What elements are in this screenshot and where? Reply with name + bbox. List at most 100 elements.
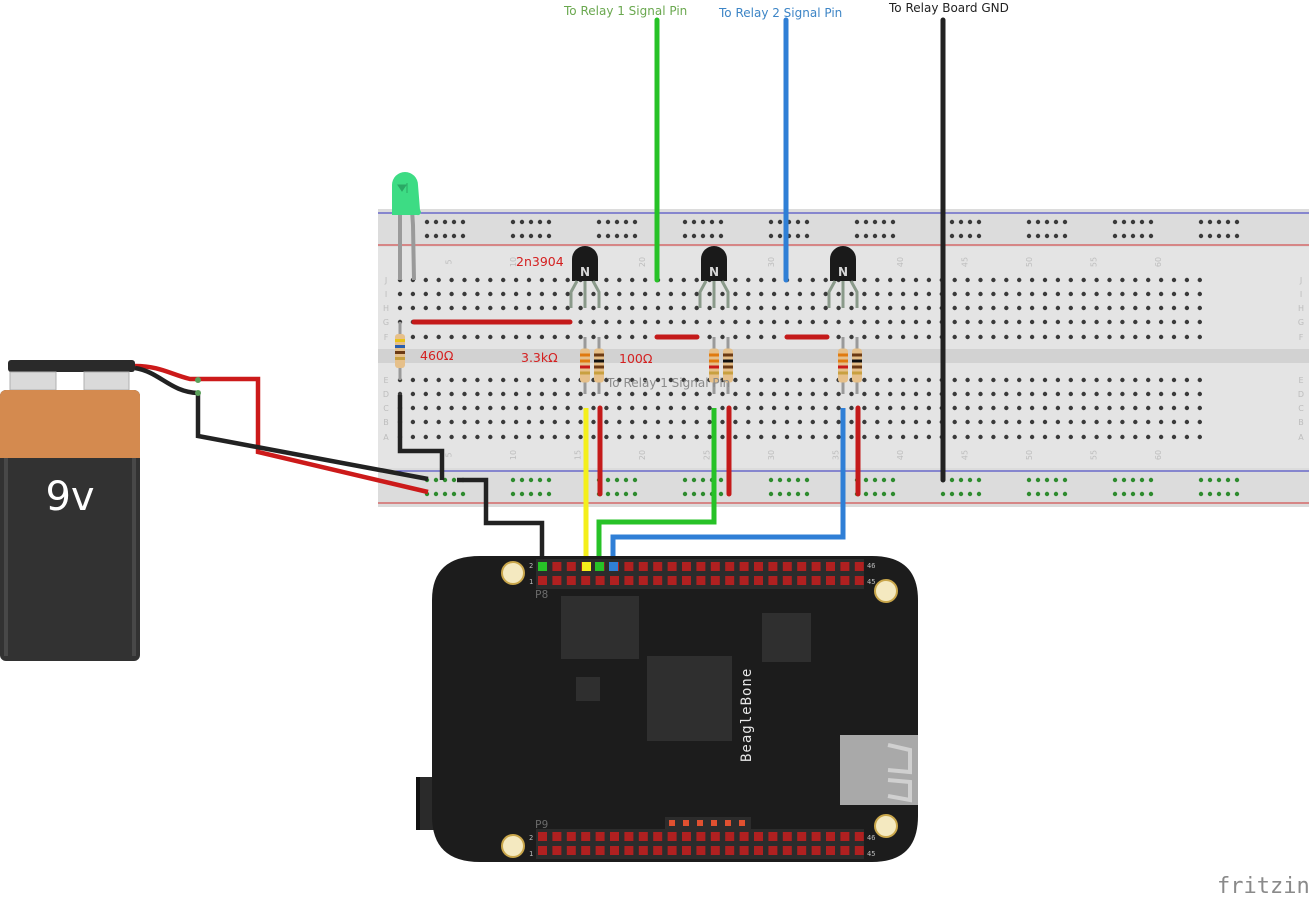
breadboard-hole: [888, 305, 893, 311]
breadboard-hole: [513, 377, 519, 383]
column-number: 10: [509, 450, 518, 460]
header-pin: [710, 832, 720, 841]
rail-hole: [1207, 491, 1213, 497]
battery-label: 9v: [45, 474, 94, 520]
breadboard-hole: [1081, 391, 1086, 397]
breadboard-hole: [862, 305, 867, 311]
user-led: [739, 820, 745, 826]
resistor-band: [594, 359, 604, 363]
breadboard-hole: [1004, 305, 1009, 311]
header-pin: [826, 576, 835, 585]
breadboard-hole: [604, 391, 609, 397]
resistor-band: [580, 365, 590, 369]
header-pin: [696, 832, 706, 841]
rail-hole: [1053, 477, 1059, 483]
rail-hole: [700, 233, 706, 239]
breadboard-hole: [668, 277, 674, 283]
breadboard-hole: [1171, 405, 1177, 411]
rail-hole: [949, 219, 955, 225]
breadboard-hole: [539, 391, 545, 397]
breadboard-hole: [875, 434, 880, 440]
header-pin: [624, 576, 634, 585]
row-letter: F: [384, 333, 389, 342]
breadboard-hole: [784, 291, 790, 297]
breadboard-hole: [926, 334, 932, 340]
breadboard-hole: [875, 291, 880, 297]
p9-pin-2-label: 2: [529, 834, 533, 842]
row-letter: I: [1300, 290, 1302, 299]
breadboard-hole: [694, 377, 699, 383]
breadboard-wires: [397, 17, 946, 567]
breadboard-hole: [642, 334, 648, 340]
mount-hole: [501, 834, 525, 858]
relay2-label: To Relay 2 Signal Pin: [718, 6, 842, 20]
rail-hole: [976, 233, 982, 239]
breadboard-hole: [1184, 319, 1190, 325]
rail-hole: [1062, 233, 1068, 239]
user-led: [683, 820, 689, 826]
rail-hole: [967, 233, 973, 239]
breadboard-hole: [1055, 377, 1061, 383]
rail-hole: [424, 233, 430, 239]
breadboard-hole: [1068, 419, 1074, 425]
breadboard-hole: [746, 405, 751, 411]
breadboard-hole: [617, 391, 622, 397]
rail-hole: [1139, 219, 1145, 225]
breadboard-hole: [630, 391, 635, 397]
transistor-leg: [569, 280, 579, 308]
breadboard-hole: [1081, 419, 1086, 425]
breadboard-hole: [539, 277, 545, 283]
rail-hole: [1139, 233, 1145, 239]
resistor-band: [395, 339, 405, 342]
breadboard-hole: [1004, 334, 1009, 340]
rail-hole: [632, 219, 638, 225]
breadboard-hole: [707, 405, 712, 411]
rail-hole: [1053, 233, 1059, 239]
header-pin: [854, 832, 864, 841]
breadboard-hole: [965, 291, 970, 297]
breadboard-hole: [759, 377, 764, 383]
rail-hole: [682, 477, 688, 483]
breadboard-hole: [888, 405, 893, 411]
row-letter: G: [383, 318, 389, 327]
header-pin: [797, 846, 807, 855]
transistor-leg: [698, 280, 708, 308]
breadboard-hole: [475, 377, 480, 383]
transistor-body: [830, 246, 856, 281]
breadboard-hole: [1120, 391, 1125, 397]
breadboard-hole: [1171, 377, 1177, 383]
breadboard-hole: [1094, 319, 1099, 325]
breadboard-hole: [565, 291, 570, 297]
breadboard-hole: [733, 377, 738, 383]
rail-hole: [881, 477, 887, 483]
breadboard-hole: [771, 319, 777, 325]
breadboard-hole: [617, 377, 622, 383]
breadboard-hole: [1146, 377, 1151, 383]
breadboard-hole: [642, 377, 648, 383]
rail-hole: [1121, 491, 1127, 497]
breadboard-hole: [1184, 305, 1190, 311]
breadboard-hole: [565, 377, 570, 383]
header-pin: [854, 562, 864, 571]
rail-hole: [777, 477, 783, 483]
breadboard-hole: [1133, 419, 1138, 425]
usb-glyph-icon: [887, 743, 912, 803]
row-letter: J: [384, 276, 387, 285]
resistor-band: [395, 351, 405, 354]
breadboard-hole: [900, 319, 906, 325]
breadboard-hole: [926, 305, 932, 311]
breadboard-hole: [630, 377, 635, 383]
breadboard-hole: [410, 405, 416, 411]
breadboard-hole: [965, 319, 970, 325]
rail-hole: [614, 477, 620, 483]
rail-hole: [872, 477, 878, 483]
header-pin: [581, 846, 591, 855]
breadboard-hole: [965, 419, 970, 425]
breadboard-hole: [578, 319, 583, 325]
breadboard-hole: [771, 291, 777, 297]
breadboard-hole: [1184, 405, 1190, 411]
breadboard-hole: [681, 319, 686, 325]
rail-hole: [804, 491, 810, 497]
breadboard-hole: [642, 419, 648, 425]
